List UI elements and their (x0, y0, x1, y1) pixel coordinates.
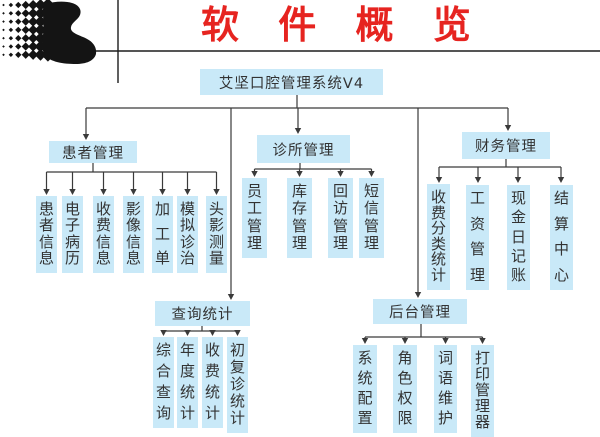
page-title: 软 件 概 览 (201, 3, 484, 47)
leaf-first-return-visit-stats: 初复诊统计 (227, 337, 248, 433)
leaf-cash-journal: 现金日记账 (507, 185, 530, 290)
leaf-comprehensive-query: 综合查询 (153, 337, 174, 428)
logo-blob (42, 1, 97, 64)
node-backend-mgmt: 后台管理 (373, 299, 467, 324)
leaf-charge-category-stats: 收费分类统计 (427, 184, 450, 290)
node-patient-mgmt: 患者管理 (49, 141, 137, 163)
leaf-patient-info: 患者信息 (36, 196, 57, 273)
node-root-system: 艾坚口腔管理系统V4 (200, 69, 383, 95)
leaf-e-medical-record: 电子病历 (62, 196, 83, 273)
leaf-system-config: 系统配置 (353, 345, 377, 433)
leaf-charge-info: 收费信息 (93, 196, 114, 273)
leaf-settlement-center: 结算中心 (550, 185, 573, 290)
node-query-stats: 查询统计 (155, 301, 250, 326)
leaf-followup-mgmt: 回访管理 (328, 178, 353, 258)
arrowheads (43, 125, 565, 344)
leaf-charge-stats: 收费统计 (202, 337, 223, 428)
node-clinic-mgmt: 诊所管理 (257, 135, 350, 163)
leaf-simulated-treatment: 模拟诊治 (177, 196, 198, 273)
leaf-inventory-mgmt: 库存管理 (287, 178, 312, 258)
header-divider-lines (93, 0, 600, 83)
leaf-term-maintenance: 词语维护 (434, 345, 457, 433)
leaf-print-manager: 打印管理器 (471, 345, 494, 437)
leaf-cephalometry: 头影测量 (206, 196, 227, 273)
node-finance-mgmt: 财务管理 (462, 132, 550, 159)
leaf-work-order: 加工单 (152, 196, 173, 273)
leaf-annual-stats: 年度统计 (177, 337, 198, 428)
leaf-sms-mgmt: 短信管理 (359, 178, 384, 258)
leaf-payroll-mgmt: 工资管理 (466, 185, 489, 290)
leaf-imaging-info: 影像信息 (123, 196, 144, 273)
leaf-role-permissions: 角色权限 (393, 345, 417, 433)
leaf-staff-mgmt: 员工管理 (242, 178, 267, 258)
